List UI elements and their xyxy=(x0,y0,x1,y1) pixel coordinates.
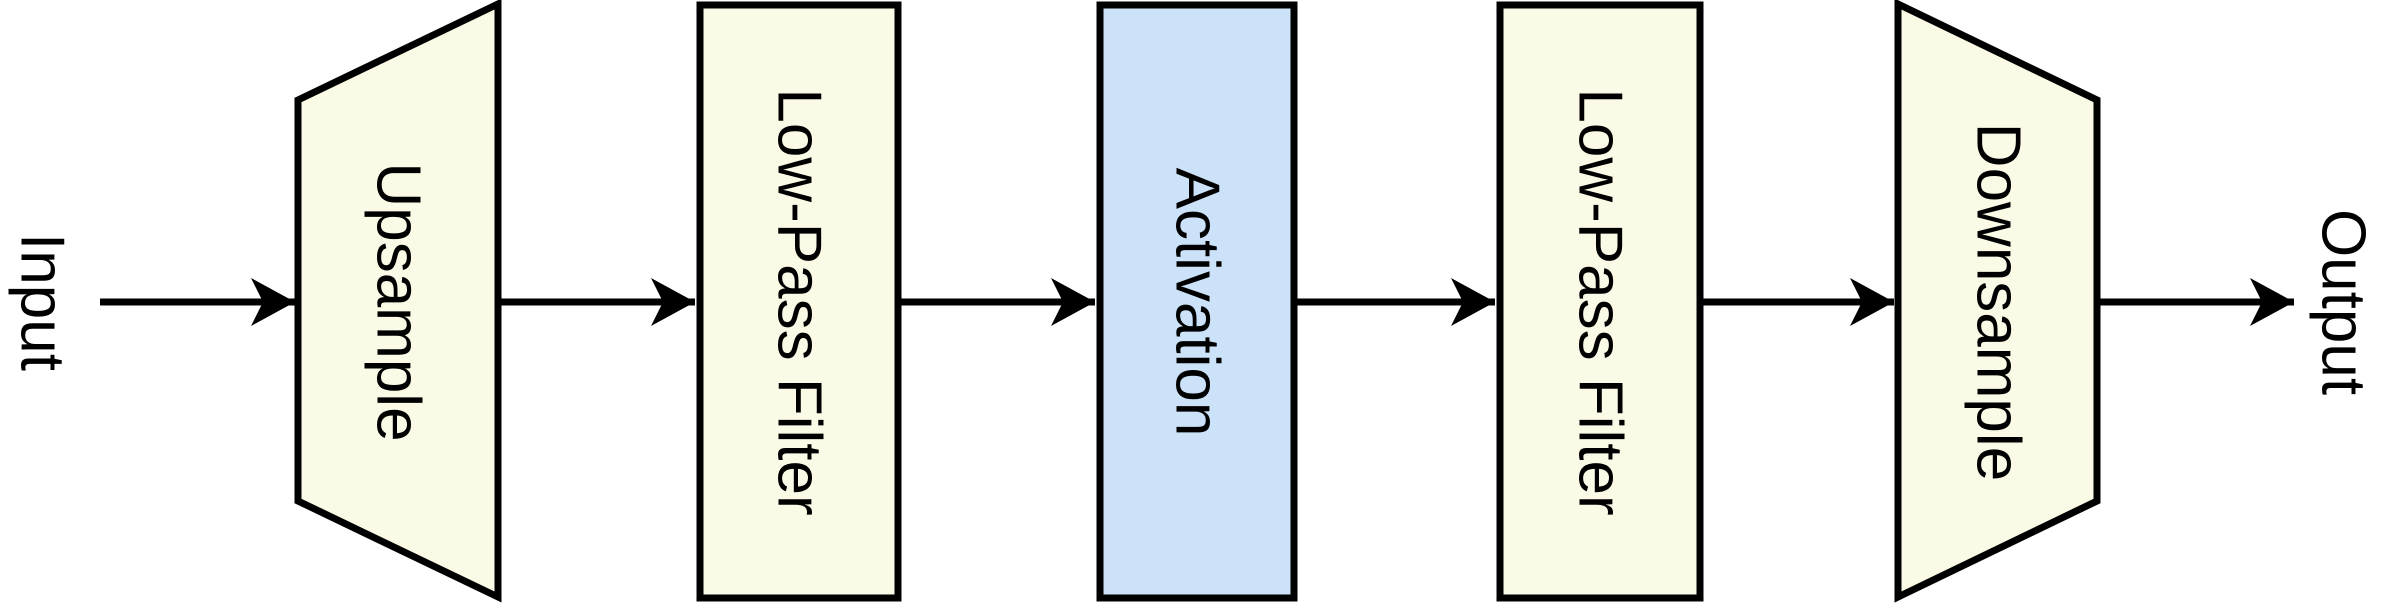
input-label: Input xyxy=(8,233,77,371)
low-pass-filter-2-shape xyxy=(1496,1,1704,602)
downsample-label: Downsample xyxy=(1964,123,2033,481)
output-label: Output xyxy=(2309,209,2378,395)
upsample-label: Upsample xyxy=(364,162,433,441)
low-pass-filter-2-label: Low-Pass Filter xyxy=(1566,88,1635,515)
activation-label: Activation xyxy=(1163,168,1232,437)
low-pass-filter-1-label: Low-Pass Filter xyxy=(765,88,834,515)
upsample-shape xyxy=(294,0,502,603)
low-pass-filter-1-shape xyxy=(696,1,902,602)
downsample-shape xyxy=(1894,0,2101,603)
